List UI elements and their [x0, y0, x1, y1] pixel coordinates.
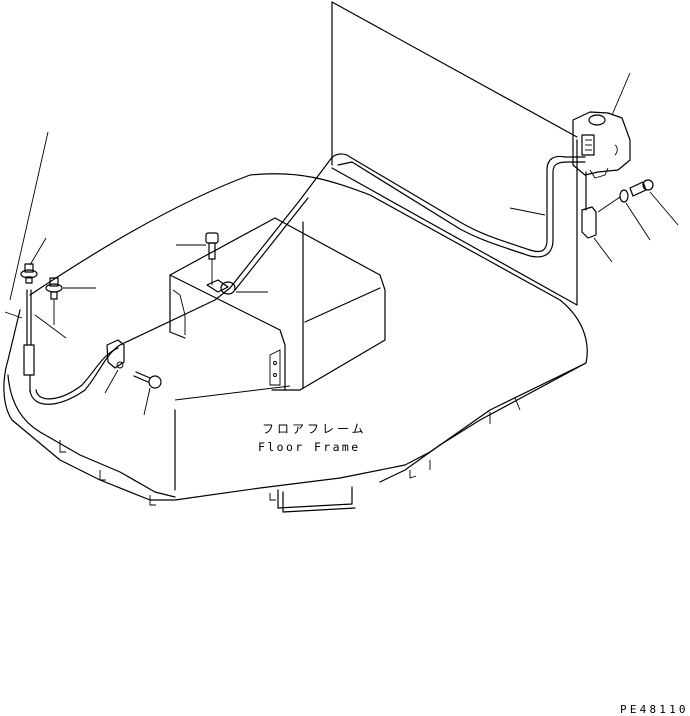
- tank-bracket: [581, 171, 597, 239]
- grommet-lower: [45, 277, 63, 300]
- cab-wall-panel: [331, 1, 578, 306]
- left-hose-fitting: [23, 289, 35, 393]
- component-label-english: Floor Frame: [258, 440, 361, 454]
- right-washer: [597, 189, 629, 213]
- left-clamp: [106, 339, 125, 369]
- leader-lines: [4, 72, 679, 416]
- right-bolt: [629, 179, 654, 197]
- center-clamp: [206, 279, 236, 295]
- frame-box: [169, 217, 386, 391]
- floor-frame-outline: [3, 173, 588, 513]
- left-bolt: [133, 371, 162, 389]
- component-label-japanese: フロアフレーム: [262, 422, 367, 436]
- grommet-upper: [20, 263, 38, 284]
- center-bolt: [205, 232, 219, 285]
- washer-hose: [29, 153, 586, 405]
- figure-code: PE48110: [620, 703, 689, 716]
- washer-tank: [572, 111, 631, 179]
